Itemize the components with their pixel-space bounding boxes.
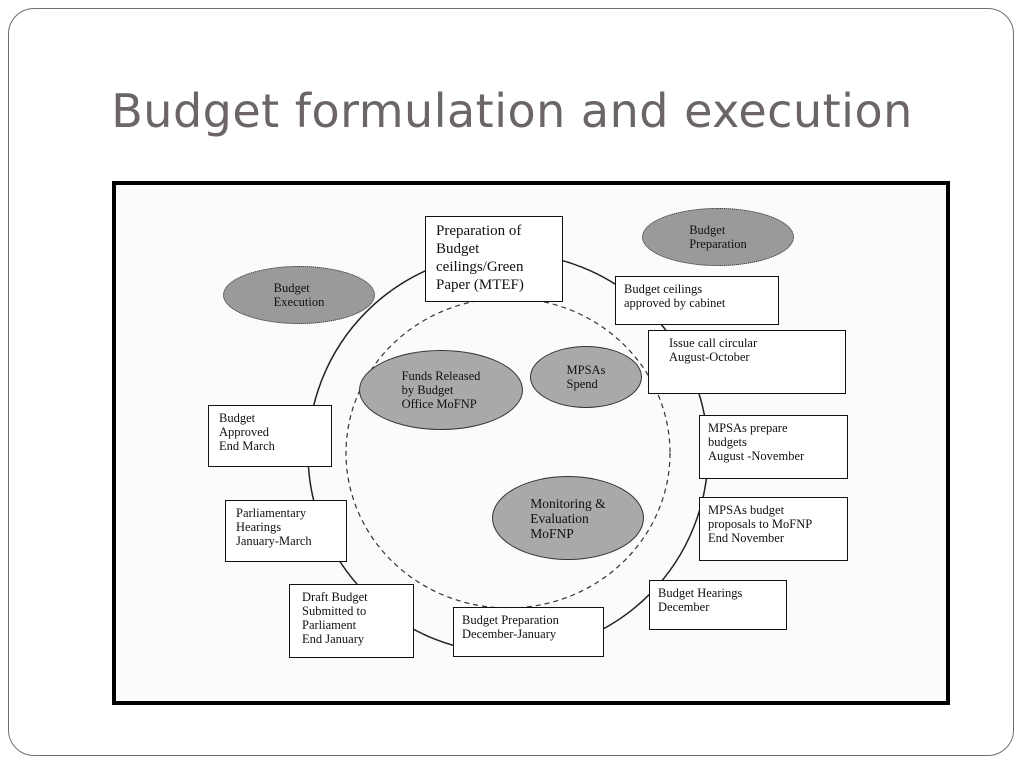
exec-monitoring-evaluation-label: Monitoring & Evaluation MoFNP <box>530 495 606 541</box>
step-mpsas-proposals: MPSAs budget proposals to MoFNP End Nove… <box>699 497 848 561</box>
step-budget-approved: Budget Approved End March <box>208 405 332 467</box>
diagram-canvas: Budget Preparation Budget Execution Prep… <box>116 185 946 701</box>
step-ceilings-approved: Budget ceilings approved by cabinet <box>615 276 779 325</box>
exec-funds-released: Funds Released by Budget Office MoFNP <box>359 350 523 430</box>
step-mpsas-prepare: MPSAs prepare budgets August -November <box>699 415 848 479</box>
diagram-frame: Budget Preparation Budget Execution Prep… <box>112 181 950 705</box>
step-budget-preparation: Budget Preparation December-January <box>453 607 604 657</box>
slide-title: Budget formulation and execution <box>111 84 913 138</box>
step-parliamentary-hearings: Parliamentary Hearings January-March <box>225 500 347 562</box>
phase-budget-preparation: Budget Preparation <box>642 208 794 266</box>
exec-monitoring-evaluation: Monitoring & Evaluation MoFNP <box>492 476 644 560</box>
inner-execution-circle <box>345 297 671 609</box>
step-draft-budget: Draft Budget Submitted to Parliament End… <box>289 584 414 658</box>
exec-mpsas-spend-label: MPSAs Spend <box>566 363 606 391</box>
phase-budget-execution: Budget Execution <box>223 266 375 324</box>
phase-budget-preparation-label: Budget Preparation <box>689 223 747 251</box>
phase-budget-execution-label: Budget Execution <box>273 281 325 309</box>
exec-mpsas-spend: MPSAs Spend <box>530 346 642 408</box>
exec-funds-released-label: Funds Released by Budget Office MoFNP <box>401 369 481 411</box>
step-call-circular: Issue call circular August-October <box>648 330 846 394</box>
step-mtef-ceilings: Preparation of Budget ceilings/Green Pap… <box>425 216 563 302</box>
step-budget-hearings: Budget Hearings December <box>649 580 787 630</box>
